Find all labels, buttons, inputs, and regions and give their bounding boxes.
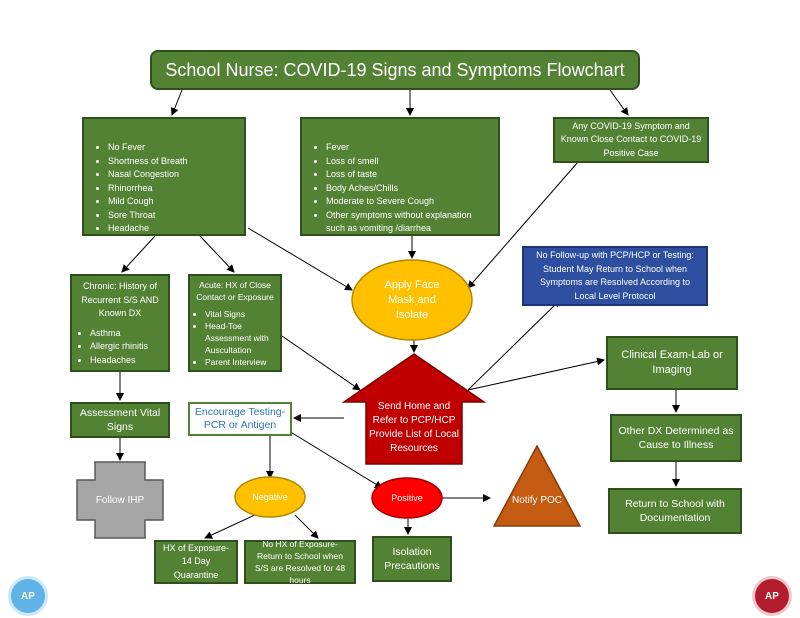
left-logo-icon: AP bbox=[8, 576, 48, 616]
notify-poc-triangle-shape bbox=[492, 444, 582, 527]
arrow-negative-to-hx bbox=[204, 514, 256, 539]
arrow-negative-to-no-hx bbox=[294, 514, 319, 539]
known-contact-box: Any COVID-19 Symptom and Known Close Con… bbox=[553, 117, 709, 163]
no-fever-item: Nasal Congestion bbox=[108, 168, 238, 182]
acute-item: Head-Toe Assessment with Auscultation bbox=[205, 320, 277, 356]
clinical-exam-text: Clinical Exam-Lab or Imaging bbox=[621, 349, 723, 376]
no-fever-symptoms-box: No Fever Shortness of Breath Nasal Conge… bbox=[82, 117, 246, 236]
chronic-list: Asthma Allergic rhinitis Headaches bbox=[76, 327, 164, 368]
fever-list: Fever Loss of smell Loss of taste Body A… bbox=[308, 141, 492, 236]
apply-mask-text: Apply Face Mask and Isolate bbox=[384, 278, 440, 321]
other-dx-text: Other DX Determined as Cause to Illness bbox=[618, 425, 734, 451]
positive-ellipse-shape bbox=[371, 477, 443, 519]
no-fever-item: No Fever bbox=[108, 141, 238, 155]
fever-item: Moderate to Severe Cough bbox=[326, 195, 492, 209]
follow-ihp-text: Follow IHP bbox=[95, 494, 145, 506]
fever-item: Loss of taste bbox=[326, 168, 492, 182]
arrow-acute-to-send-home bbox=[281, 335, 361, 391]
send-home-node: Send Home and Refer to PCP/HCP Provide L… bbox=[368, 396, 460, 460]
flowchart-title: School Nurse: COVID-19 Signs and Symptom… bbox=[150, 50, 640, 90]
encourage-testing-text: Encourage Testing-PCR or Antigen bbox=[194, 406, 286, 431]
return-to-school-box: Return to School with Documentation bbox=[608, 488, 742, 534]
send-home-arrow-shape bbox=[341, 353, 487, 465]
hx-exposure-text: HX of Exposure-14 Day Quarantine bbox=[162, 542, 230, 580]
no-fever-list: No Fever Shortness of Breath Nasal Conge… bbox=[90, 141, 238, 236]
clinical-exam-box: Clinical Exam-Lab or Imaging bbox=[606, 336, 738, 390]
chronic-heading: Chronic: History of Recurrent S/S AND Kn… bbox=[81, 281, 159, 318]
chronic-item: Asthma bbox=[90, 327, 164, 341]
negative-node: Negative bbox=[238, 488, 302, 506]
acute-box: Acute: HX of Close Contact or Exposure V… bbox=[188, 274, 282, 372]
positive-node: Positive bbox=[375, 489, 439, 507]
encourage-testing-box: Encourage Testing-PCR or Antigen bbox=[188, 402, 292, 436]
no-followup-text: No Follow-up with PCP/HCP or Testing: St… bbox=[536, 250, 694, 301]
no-fever-item: Rhinorrhea bbox=[108, 182, 238, 196]
arrow-testing-to-positive bbox=[283, 427, 383, 489]
notify-poc-text: Notify POC bbox=[511, 494, 562, 506]
chronic-item: Allergic rhinitis bbox=[90, 340, 164, 354]
notify-poc-node: Notify POC bbox=[508, 482, 566, 518]
send-home-text: Send Home and Refer to PCP/HCP Provide L… bbox=[368, 401, 460, 454]
arrow-title-to-known-contact bbox=[609, 89, 629, 116]
apply-mask-node: Apply Face Mask and Isolate bbox=[372, 272, 452, 328]
fever-item: Loss of smell bbox=[326, 155, 492, 169]
arrow-no-fever-to-mask bbox=[247, 227, 353, 291]
assessment-text: Assessment Vital Signs bbox=[79, 407, 161, 433]
no-fever-item: Sore Throat bbox=[108, 209, 238, 223]
negative-ellipse-shape bbox=[234, 476, 306, 518]
arrow-title-to-no-fever bbox=[170, 89, 183, 116]
fever-symptoms-box: Fever Loss of smell Loss of taste Body A… bbox=[300, 117, 500, 236]
fever-item: Other symptoms without explanation such … bbox=[326, 209, 492, 236]
negative-text: Negative bbox=[252, 492, 288, 502]
assessment-box: Assessment Vital Signs bbox=[70, 402, 170, 438]
other-dx-box: Other DX Determined as Cause to Illness bbox=[610, 414, 742, 462]
chronic-box: Chronic: History of Recurrent S/S AND Kn… bbox=[70, 274, 170, 372]
positive-text: Positive bbox=[391, 493, 423, 503]
no-followup-box: No Follow-up with PCP/HCP or Testing: St… bbox=[522, 246, 708, 306]
left-logo-text: AP bbox=[21, 590, 35, 602]
apply-mask-ellipse-shape bbox=[351, 259, 473, 341]
no-fever-item: Mild Cough bbox=[108, 195, 238, 209]
fever-item: Body Aches/Chills bbox=[326, 182, 492, 196]
isolation-text: Isolation Precautions bbox=[384, 546, 440, 572]
arrow-contact-to-mask bbox=[467, 161, 579, 289]
isolation-box: Isolation Precautions bbox=[372, 536, 452, 582]
right-logo-text: AP bbox=[765, 590, 779, 602]
right-logo-icon: AP bbox=[752, 576, 792, 616]
known-contact-text: Any COVID-19 Symptom and Known Close Con… bbox=[560, 120, 702, 158]
no-hx-exposure-box: No HX of Exposure-Return to School when … bbox=[244, 539, 356, 585]
arrow-send-home-to-no-followup bbox=[467, 299, 561, 391]
acute-item: Parent Interview bbox=[205, 356, 277, 368]
return-to-school-text: Return to School with Documentation bbox=[625, 498, 725, 524]
arrow-no-fever-to-acute bbox=[199, 235, 235, 273]
acute-heading: Acute: HX of Close Contact or Exposure bbox=[196, 280, 274, 302]
hx-exposure-box: HX of Exposure-14 Day Quarantine bbox=[154, 540, 238, 584]
follow-ihp-plus-shape bbox=[76, 461, 164, 539]
flowchart-title-text: School Nurse: COVID-19 Signs and Symptom… bbox=[165, 59, 625, 80]
no-fever-item: Headache bbox=[108, 222, 238, 236]
acute-list: Vital Signs Head-Toe Assessment with Aus… bbox=[193, 308, 277, 368]
chronic-item: Headaches bbox=[90, 354, 164, 368]
arrow-no-fever-to-chronic bbox=[121, 235, 156, 273]
no-fever-item: Shortness of Breath bbox=[108, 155, 238, 169]
acute-item: Vital Signs bbox=[205, 308, 277, 320]
no-hx-exposure-text: No HX of Exposure-Return to School when … bbox=[254, 539, 346, 585]
follow-ihp-node: Follow IHP bbox=[80, 485, 160, 515]
arrow-send-home-to-clinical bbox=[467, 357, 605, 391]
fever-item: Fever bbox=[326, 141, 492, 155]
